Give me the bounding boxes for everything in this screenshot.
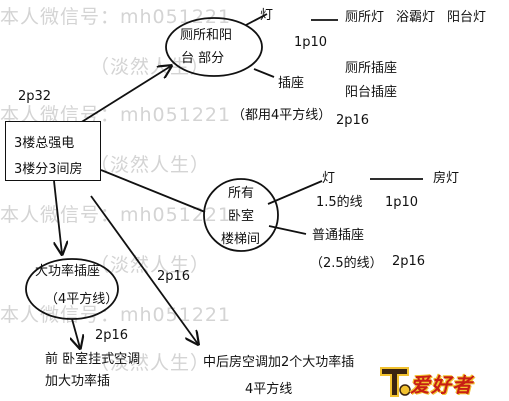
breaker-2p16-left: 2p16 [157,269,191,284]
breaker-2p16-mid: 2p16 [392,254,426,269]
watermark-text: （淡然人生） [90,154,211,176]
light-top-label: 灯 [260,8,274,23]
toilet-balcony-ellipse [165,17,263,77]
breaker-1p10-mid: 1p10 [385,195,419,210]
room-light-label: 房灯 [433,171,460,186]
socket-top-label: 插座 [278,76,305,91]
arrow-to-high-power [53,180,62,254]
wire-25-label: （2.5的线） [310,256,383,271]
logo-icon [380,367,411,397]
high-power-wire: （4平方线） [45,292,119,307]
wire-15-label: 1.5的线 [316,195,363,210]
breaker-1p10-top: 1p10 [294,35,328,50]
wire-note-top: （都用4平方线） [232,108,332,123]
line-to-socket-top [253,68,275,78]
toilet-balcony-title: 厕所和阳 [180,28,233,43]
bedrooms-line1: 所有 [228,186,255,201]
watermark-text: （淡然人生） [90,352,211,374]
bedrooms-line2: 卧室 [228,209,255,224]
bedrooms-line3: 楼梯间 [221,232,261,247]
toilet-light-label: 厕所灯 [345,10,385,25]
line-to-light-mid [267,180,323,205]
high-power-title: 大功率插座 [35,264,101,279]
front-bedroom-line1: 前 卧室挂式空调 [45,352,141,367]
line-to-light-top [245,13,268,26]
line-to-bedrooms [100,169,206,213]
breaker-2p32: 2p32 [18,89,52,104]
bath-heater-label: 浴霸灯 [396,10,436,25]
middle-rear-label: 中后房空调加2个大功率插 [203,355,355,370]
breaker-2p16-top: 2p16 [336,113,370,128]
watermark-text: 本人微信号：mh051221 [0,6,232,28]
line-to-normal-socket [268,225,307,235]
normal-socket-label: 普通插座 [312,228,365,243]
arrow-to-front-bedroom [72,318,80,348]
logo-text: 爱好者 [410,373,473,397]
arrow-to-toilet-balcony [71,66,171,129]
balcony-light-label: 阳台灯 [447,10,487,25]
toilet-socket-label: 厕所插座 [345,61,398,76]
toilet-balcony-subtitle: 台 部分 [181,51,225,66]
watermark-text: 本人微信号：mh051221 [0,104,232,126]
breaker-2p16-low: 2p16 [95,328,129,343]
light-mid-label: 灯 [322,171,336,186]
arrow-to-middle-rear [90,195,198,344]
site-logo: 爱好者 [378,362,506,398]
main-box-line1: 3楼总强电 [14,136,75,151]
balcony-socket-label: 阳台插座 [345,85,398,100]
front-bedroom-line2: 加大功率插 [45,374,111,389]
main-panel-box: 3楼总强电 3楼分3间房 [5,121,101,181]
bedrooms-ellipse [203,178,279,252]
watermark-text: （淡然人生） [90,56,211,78]
watermark-text: （淡然人生） [90,254,211,276]
wire-4-label: 4平方线 [245,382,293,397]
main-box-line2: 3楼分3间房 [14,162,83,177]
